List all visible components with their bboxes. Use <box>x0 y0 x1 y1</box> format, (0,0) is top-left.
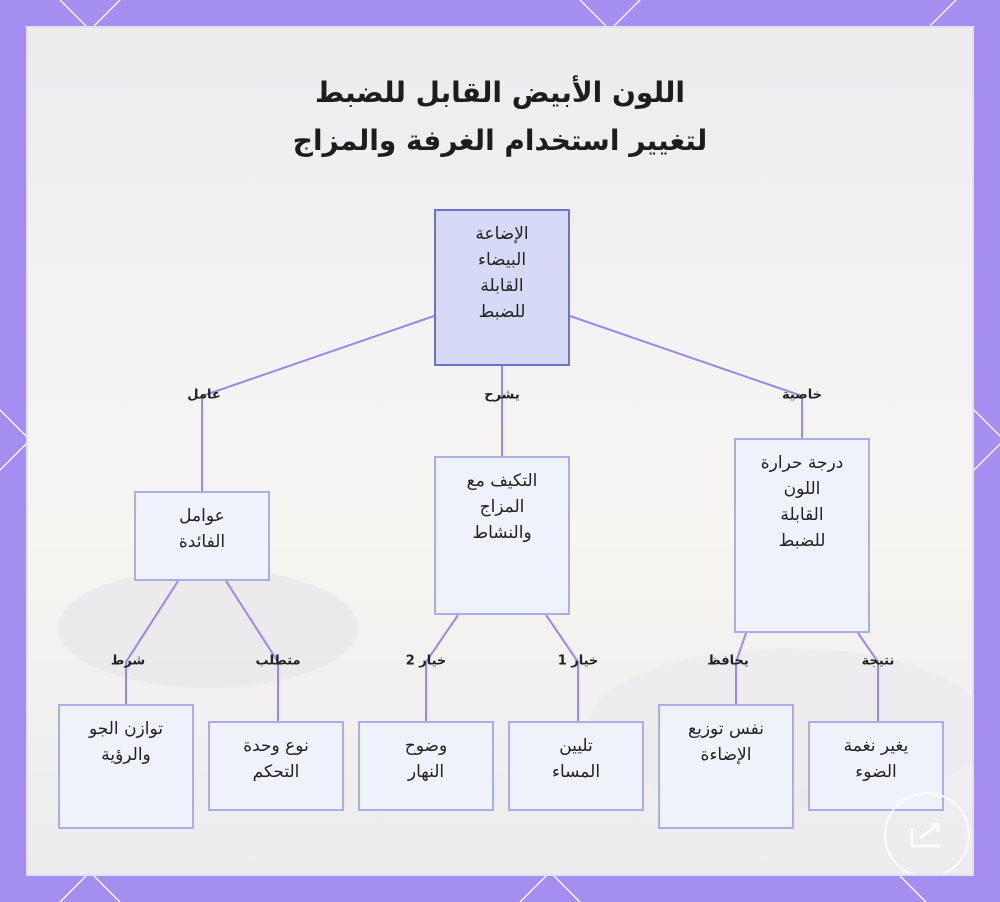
edge-label-option2: خيار 2 <box>405 653 447 669</box>
node-day-label: وضوح النهار <box>404 736 448 782</box>
node-balance-label: توازن الجو والرؤية <box>89 719 163 765</box>
edge-adapt-evening <box>545 614 579 721</box>
node-balance: توازن الجو والرؤية <box>58 704 194 829</box>
diagram-title-line-1: اللون الأبيض القابل للضبط <box>314 76 686 109</box>
edge-factors-balance <box>125 580 179 704</box>
node-root: الإضاعة البيضاء القابلة للضبط <box>434 209 570 366</box>
edge-label-result: نتيجة <box>861 653 895 669</box>
edge-label-maintains: يحافظ <box>707 653 749 669</box>
node-evening-label: تليين المساء <box>551 736 601 782</box>
node-distribution: نفس توزيع الإضاءة <box>658 704 794 829</box>
edge-label-option1: خيار 1 <box>557 653 599 669</box>
edge-adapt-day <box>425 614 459 721</box>
node-control: نوع وحدة التحكم <box>208 721 344 811</box>
edge-label-explains: يشرح <box>484 387 520 403</box>
node-adapt-label: التكيف مع المزاج والنشاط <box>466 471 538 543</box>
node-temp-label: درجة حرارة اللون القابلة للضبط <box>760 453 844 551</box>
edge-label-requirement: متطلب <box>255 653 301 669</box>
node-root-label: الإضاعة البيضاء القابلة للضبط <box>475 224 529 322</box>
node-factors: عوامل الفائدة <box>134 491 270 581</box>
node-distribution-label: نفس توزيع الإضاءة <box>688 719 764 765</box>
edge-root-factors <box>201 315 435 491</box>
edge-label-factor: عامل <box>187 387 221 403</box>
logo-watermark <box>884 792 970 874</box>
node-control-label: نوع وحدة التحكم <box>243 736 309 782</box>
node-tone-label: يغير نغمة الضوء <box>843 736 909 782</box>
diagram-card: اللون الأبيض القابل للضبط لتغيير استخدام… <box>26 26 974 876</box>
edge-label-condition: شرط <box>110 653 146 669</box>
edge-temp-tone <box>857 632 879 721</box>
node-evening: تليين المساء <box>508 721 644 811</box>
node-day: وضوح النهار <box>358 721 494 811</box>
node-adapt: التكيف مع المزاج والنشاط <box>434 456 570 615</box>
edge-root-temp <box>569 315 803 438</box>
edge-label-property: خاصية <box>781 387 823 403</box>
connector-lines <box>125 315 879 721</box>
diagram-title-line-2: لتغيير استخدام الغرفة والمزاج <box>292 124 708 157</box>
logo-icon <box>910 822 940 848</box>
node-temp: درجة حرارة اللون القابلة للضبط <box>734 438 870 633</box>
node-factors-label: عوامل الفائدة <box>178 506 226 552</box>
edge-factors-control <box>225 580 279 721</box>
edge-temp-distribution <box>735 632 747 704</box>
